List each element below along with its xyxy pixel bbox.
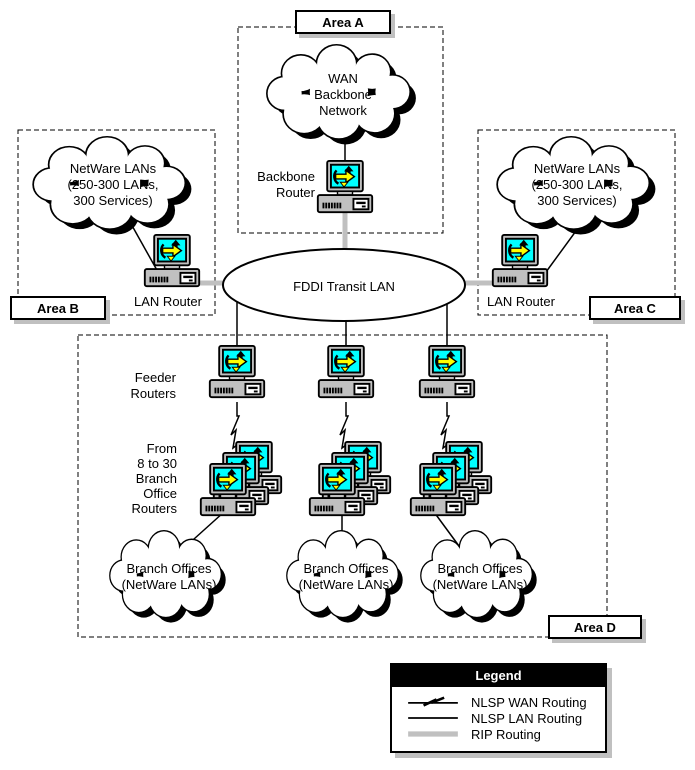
legend-row-lan: NLSP LAN Routing bbox=[392, 710, 605, 726]
fddi-ring-label: FDDI Transit LAN bbox=[293, 279, 395, 294]
netware-lans-c-text: NetWare LANs (250-300 LANs, 300 Services… bbox=[531, 161, 623, 208]
legend: Legend NLSP WAN Routing NLSP LAN Routing bbox=[390, 663, 607, 753]
feeder-router-1-icon bbox=[208, 345, 266, 399]
netware-lans-b-text: NetWare LANs (250-300 LANs, 300 Services… bbox=[67, 161, 159, 208]
fddi-ring-ellipse bbox=[222, 248, 466, 322]
legend-body: NLSP WAN Routing NLSP LAN Routing RIP Ro… bbox=[392, 687, 605, 751]
feeder-router-2-icon bbox=[317, 345, 375, 399]
area-d-label-text: Area D bbox=[574, 619, 616, 635]
area-c-label-text: Area C bbox=[614, 300, 656, 316]
branch-router-stack-1 bbox=[199, 441, 283, 517]
area-b-label: Area B bbox=[10, 296, 106, 320]
feeder-routers-label: Feeder Routers bbox=[130, 370, 176, 401]
branch-office-routers-label: From 8 to 30 Branch Office Routers bbox=[131, 441, 177, 516]
legend-label-lan: NLSP LAN Routing bbox=[471, 710, 583, 726]
branch-offices-text-3: Branch Offices (NetWare LANs) bbox=[432, 561, 528, 592]
wan-cloud-text: WAN Backbone Network bbox=[314, 71, 372, 118]
branch-offices-text-1: Branch Offices (NetWare LANs) bbox=[121, 561, 217, 592]
area-b-boundary bbox=[17, 129, 216, 316]
area-a-label: Area A bbox=[295, 10, 391, 34]
legend-title: Legend bbox=[392, 665, 605, 687]
lan-router-c-label: LAN Router bbox=[487, 294, 555, 309]
branch-router-stack-2 bbox=[308, 441, 392, 517]
lan-router-b-icon bbox=[143, 234, 201, 288]
area-c-boundary bbox=[477, 129, 676, 316]
area-d-boundary bbox=[77, 334, 608, 638]
legend-row-rip: RIP Routing bbox=[392, 726, 605, 742]
legend-label-wan: NLSP WAN Routing bbox=[471, 694, 587, 710]
feeder-router-3-icon bbox=[418, 345, 476, 399]
area-c-label: Area C bbox=[589, 296, 681, 320]
lan-router-b-label: LAN Router bbox=[134, 294, 202, 309]
nlsp-wan-line-icon bbox=[408, 696, 458, 707]
lan-router-c-icon bbox=[491, 234, 549, 288]
backbone-router-label: Backbone Router bbox=[257, 169, 315, 200]
area-d-label: Area D bbox=[548, 615, 642, 639]
backbone-router-icon bbox=[316, 160, 374, 214]
rip-line-icon bbox=[408, 731, 458, 737]
branch-router-stack-3 bbox=[409, 441, 493, 517]
area-a-boundary bbox=[237, 26, 444, 234]
link-stack3-cloud3 bbox=[433, 511, 460, 547]
area-a-label-text: Area A bbox=[322, 14, 364, 30]
nlsp-lan-line-icon bbox=[408, 717, 458, 719]
branch-offices-text-2: Branch Offices (NetWare LANs) bbox=[298, 561, 394, 592]
legend-row-wan: NLSP WAN Routing bbox=[392, 694, 605, 710]
area-b-label-text: Area B bbox=[37, 300, 79, 316]
legend-label-rip: RIP Routing bbox=[471, 726, 541, 742]
